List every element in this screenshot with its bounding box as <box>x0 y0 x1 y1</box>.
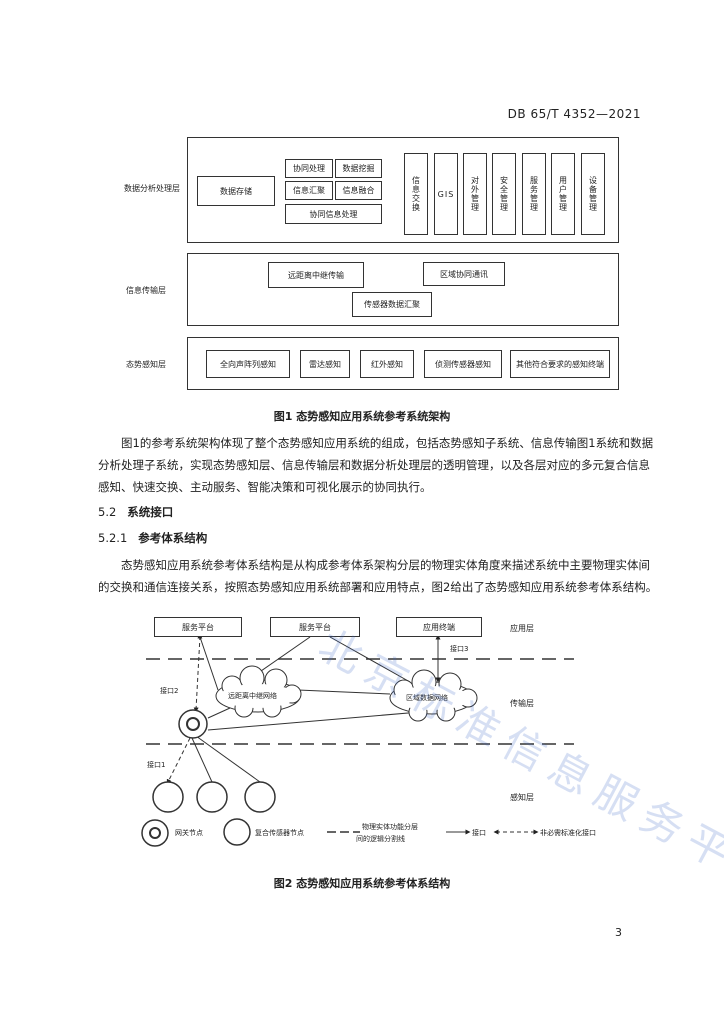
link-gateway-cloud1 <box>207 707 231 719</box>
interface2-arrow <box>193 633 203 713</box>
link-cloud1-cloud2 <box>297 689 391 695</box>
transport-layer-frame <box>187 253 619 326</box>
legend-sensor-label: 复合传感器节点 <box>255 829 304 837</box>
gateway-node <box>178 709 208 739</box>
legend-gateway-label: 网关节点 <box>175 829 203 837</box>
vbox-service-mgmt: 服务管理 <box>522 153 546 235</box>
document-id: DB 65/T 4352—2021 <box>507 107 641 121</box>
link-gateway-sensor2 <box>191 737 213 783</box>
legend-layer-line-label-1: 物理实体功能分层 <box>362 823 418 831</box>
section-5-2-number: 5.2 <box>98 505 117 519</box>
figure2-caption: 图2 态势感知应用系统参考体系结构 <box>273 877 451 890</box>
legend-layer-line-label-2: 间的逻辑分割线 <box>356 835 405 843</box>
sensing-box-detection: 侦测传感器感知 <box>424 350 502 378</box>
long-distance-relay-box: 远距离中继传输 <box>268 262 364 288</box>
sensing-layer-frame <box>187 337 619 390</box>
section-5-2-1-number: 5.2.1 <box>98 531 128 545</box>
cloud-regional-label: 区域数据网络 <box>406 694 448 702</box>
vbox-device-mgmt: 设备管理 <box>581 153 605 235</box>
sensing-box-infrared: 红外感知 <box>360 350 414 378</box>
cloud-long-distance <box>215 665 302 718</box>
interface1-arrow <box>166 737 191 785</box>
sensor-node-2 <box>196 781 228 813</box>
legend-gateway-icon <box>141 819 169 847</box>
regional-coop-box: 区域协同通讯 <box>423 262 505 286</box>
link-platform1-cloud1 <box>199 636 219 691</box>
vbox-info-exchange: 信息交换 <box>404 153 428 235</box>
info-fusion-box: 信息融合 <box>335 181 382 200</box>
sensor-node-3 <box>244 781 276 813</box>
data-storage-box: 数据存储 <box>197 176 275 206</box>
service-platform-box-1: 服务平台 <box>154 617 242 637</box>
data-mining-box: 数据挖掘 <box>335 159 382 178</box>
sensing-box-other: 其他符合要求的感知终端 <box>510 350 610 378</box>
section-5-2-title: 系统接口 <box>127 505 174 519</box>
service-platform-box-2: 服务平台 <box>270 617 360 637</box>
sensing-layer-label: 态势感知层 <box>126 360 166 369</box>
link-gateway-sensor3 <box>195 735 261 783</box>
legend-interface-label: 接口 <box>472 829 486 837</box>
application-terminal-box: 应用终端 <box>396 617 482 637</box>
legend-optional-interface-label: 非必需标准化接口 <box>540 829 596 837</box>
vbox-gis: GIS <box>434 153 458 235</box>
info-aggregation-box: 信息汇聚 <box>285 181 333 200</box>
interface3-label: 接口3 <box>450 645 469 653</box>
transport-layer-label-fig2: 传输层 <box>510 699 534 708</box>
interface1-label: 接口1 <box>147 761 166 769</box>
page-number: 3 <box>615 926 622 939</box>
sensing-layer-label-fig2: 感知层 <box>510 793 534 802</box>
sensing-box-acoustic: 全向声阵列感知 <box>206 350 290 378</box>
figure1-caption: 图1 态势感知应用系统参考系统架构 <box>273 410 451 423</box>
vbox-external-mgmt: 对外管理 <box>463 153 487 235</box>
data-layer-frame <box>187 137 619 243</box>
cloud-regional <box>389 669 478 722</box>
data-layer-label: 数据分析处理层 <box>124 184 180 193</box>
section-5-2-1: 5.2.1 参考体系结构 <box>98 530 207 546</box>
paragraph-2: 态势感知应用系统参考体系结构是从构成参考体系架构分层的物理实体角度来描述系统中主… <box>98 558 658 594</box>
sensing-box-radar: 雷达感知 <box>300 350 350 378</box>
vbox-security-mgmt: 安全管理 <box>492 153 516 235</box>
legend-sensor-icon <box>223 818 251 846</box>
coop-processing-box: 协同处理 <box>285 159 333 178</box>
app-layer-label: 应用层 <box>510 624 534 633</box>
coop-info-processing-box: 协同信息处理 <box>285 204 382 224</box>
link-platform2-cloud2 <box>329 636 411 683</box>
vbox-user-mgmt: 用户管理 <box>551 153 575 235</box>
transport-layer-label: 信息传输层 <box>126 286 166 295</box>
sensor-node-1 <box>152 781 184 813</box>
paragraph-1: 图1的参考系统架构体现了整个态势感知应用系统的组成，包括态势感知子系统、信息传输… <box>98 436 654 494</box>
interface2-label: 接口2 <box>160 687 179 695</box>
link-gateway-cloud2 <box>207 711 421 731</box>
cloud-long-distance-label: 远距离中继网络 <box>228 692 277 700</box>
section-5-2: 5.2 系统接口 <box>98 504 173 520</box>
sensor-data-aggregation-box: 传感器数据汇聚 <box>352 292 432 317</box>
section-5-2-1-title: 参考体系结构 <box>138 531 208 545</box>
